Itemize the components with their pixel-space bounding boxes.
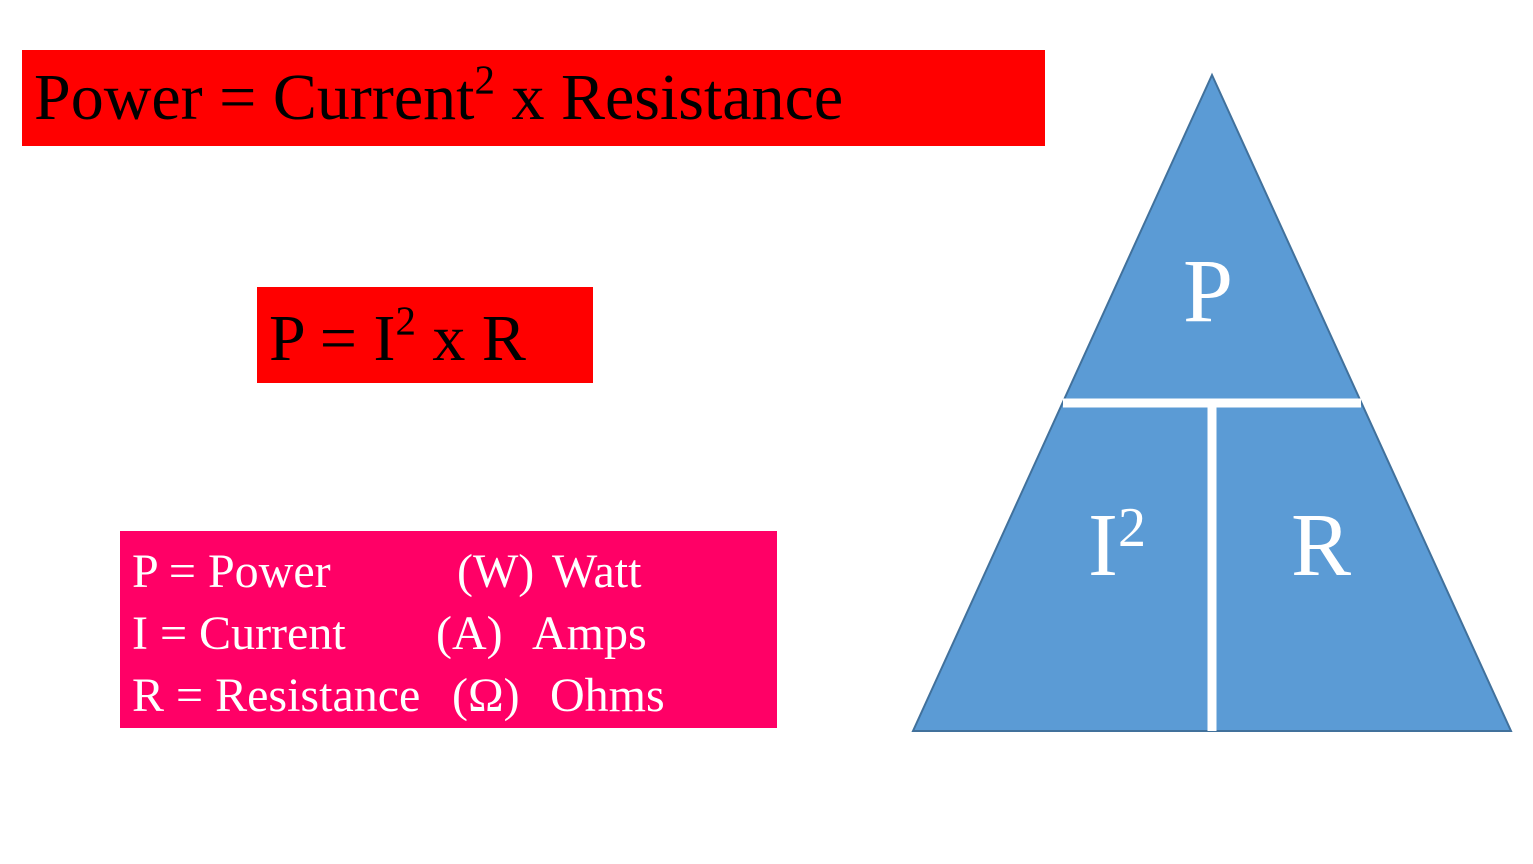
- symbol-formula-rest: x R: [415, 302, 526, 375]
- legend-unit-symbol: (W): [457, 545, 535, 598]
- word-formula-rest: x Resistance: [494, 61, 844, 134]
- triangle-current-exponent: 2: [1118, 497, 1146, 559]
- symbol-formula-base: P = I: [269, 302, 396, 375]
- legend-row-resistance: R = Resistance (Ω) Ohms: [132, 665, 777, 727]
- triangle-bottom-left-label: I2: [1088, 496, 1146, 595]
- legend-unit-symbol: (Ω): [452, 669, 520, 722]
- triangle-top-label: P: [1183, 242, 1233, 341]
- word-formula-base: Power = Current: [34, 61, 475, 134]
- triangle-bottom-right-label: R: [1291, 496, 1351, 595]
- word-formula-exponent: 2: [474, 57, 495, 103]
- legend-row-power: P = Power (W) Watt: [132, 541, 777, 603]
- legend-unit-name: Amps: [532, 607, 647, 660]
- legend-unit-name: Ohms: [550, 669, 665, 722]
- legend-row-current: I = Current (A) Amps: [132, 603, 777, 665]
- legend-unit-symbol: (A): [436, 607, 503, 660]
- legend-unit-name: Watt: [552, 545, 642, 598]
- symbol-formula-exponent: 2: [395, 298, 416, 344]
- legend-definition: I = Current: [132, 607, 346, 660]
- triangle-current-symbol: I: [1088, 496, 1118, 595]
- symbol-formula-banner: P = I2 x R: [257, 287, 593, 383]
- legend-definition: P = Power: [132, 545, 331, 598]
- word-formula-banner: Power = Current2 x Resistance: [22, 50, 1045, 146]
- variable-legend: P = Power (W) Watt I = Current (A) Amps …: [120, 531, 777, 728]
- legend-definition: R = Resistance: [132, 669, 421, 722]
